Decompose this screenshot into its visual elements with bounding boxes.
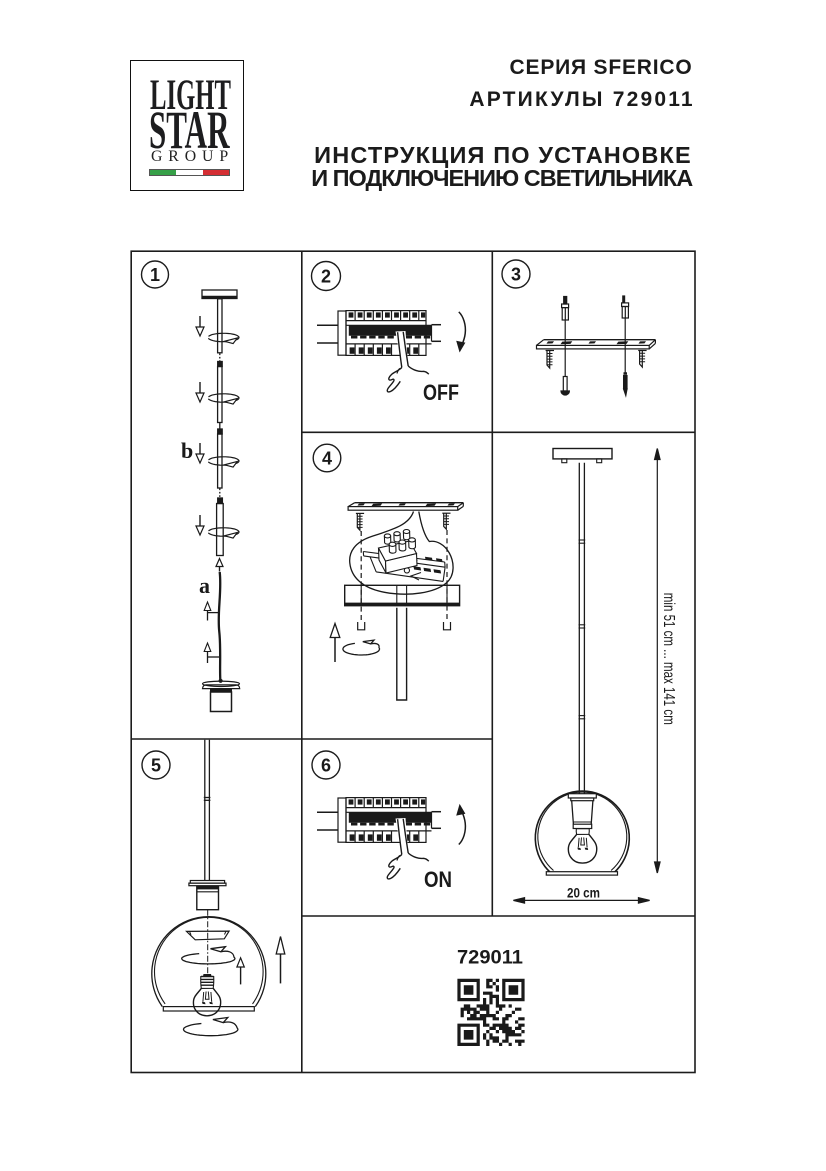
svg-text:OFF: OFF [423, 380, 459, 405]
svg-text:20 cm: 20 cm [567, 885, 600, 901]
svg-text:1: 1 [150, 265, 160, 285]
svg-text:6: 6 [321, 756, 331, 776]
svg-text:729011: 729011 [457, 947, 523, 969]
svg-text:min 51 cm ... max 141 cm: min 51 cm ... max 141 cm [660, 593, 677, 725]
svg-text:b: b [181, 438, 193, 463]
svg-text:3: 3 [511, 265, 521, 285]
svg-text:4: 4 [322, 449, 332, 469]
svg-text:5: 5 [151, 756, 161, 776]
svg-text:ON: ON [424, 867, 452, 892]
svg-text:2: 2 [321, 267, 331, 287]
svg-text:a: a [199, 573, 210, 598]
